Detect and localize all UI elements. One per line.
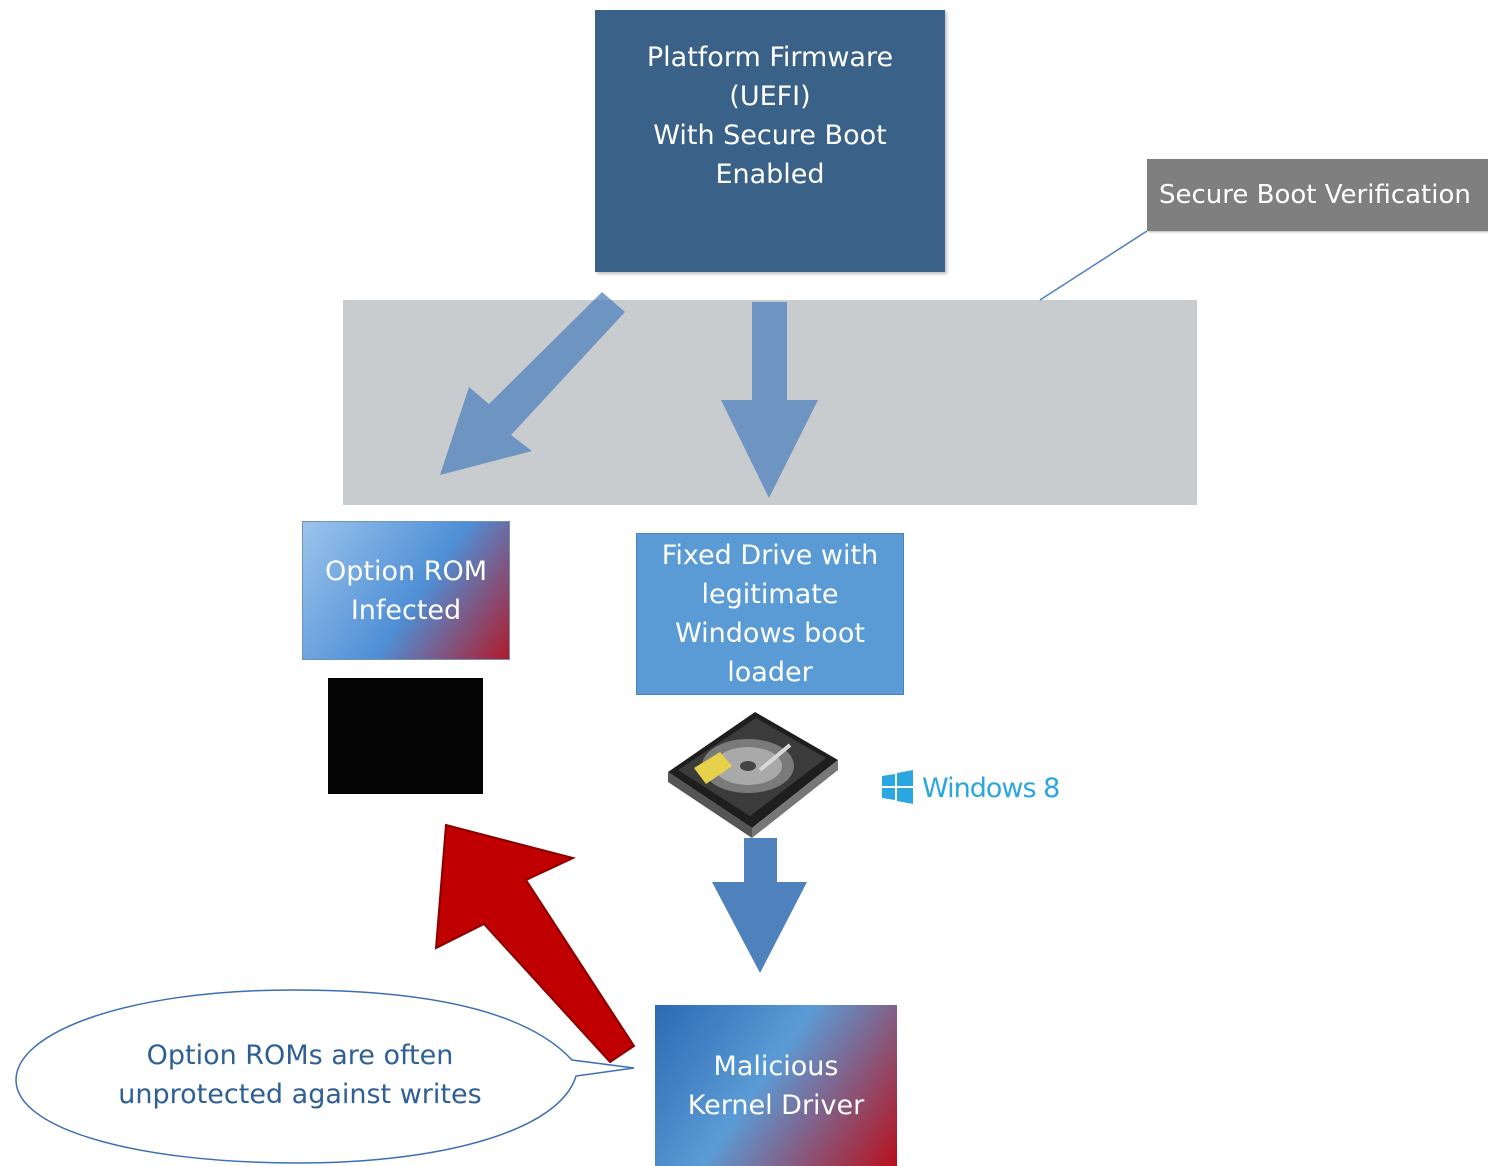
windows-logo-icon: [882, 770, 913, 804]
firmware-line-2: (UEFI): [729, 81, 811, 112]
hard-drive-icon: [668, 712, 838, 838]
fixed-drive-line-3: Windows boot: [675, 618, 865, 649]
option-rom-infected-box: Option ROM Infected: [302, 521, 510, 660]
secure-boot-verification-label: Secure Boot Verification: [1147, 159, 1488, 231]
gpu-card-panel: [328, 678, 483, 794]
fixed-drive-box: Fixed Drive with legitimate Windows boot…: [636, 533, 904, 695]
windows-8-label: Windows 8: [922, 772, 1060, 804]
firmware-line-1: Platform Firmware: [646, 42, 894, 73]
windows-8-brand: Windows 8: [882, 770, 1060, 806]
callout-leader-line: [1039, 230, 1148, 301]
fixed-drive-line-2: legitimate: [701, 579, 839, 610]
option-rom-line-2: Infected: [350, 594, 462, 626]
speech-bubble-text: Option ROMs are often unprotected agains…: [80, 1036, 520, 1114]
firmware-line-3: With Secure Boot: [653, 120, 887, 151]
malicious-line-2: Kernel Driver: [687, 1089, 865, 1121]
arrow-firmware-to-option-rom: [440, 292, 625, 475]
arrow-firmware-to-fixed-drive: [721, 302, 818, 498]
malicious-line-1: Malicious: [713, 1050, 839, 1082]
fixed-drive-line-4: loader: [727, 657, 813, 688]
bubble-line-2: unprotected against writes: [118, 1079, 482, 1110]
firmware-line-4: Enabled: [715, 159, 825, 190]
bubble-line-1: Option ROMs are often: [146, 1040, 454, 1071]
malicious-kernel-driver-box: Malicious Kernel Driver: [655, 1005, 897, 1166]
option-rom-line-1: Option ROM: [325, 555, 487, 587]
arrow-malicious-driver-to-option-rom: [434, 823, 636, 1064]
platform-firmware-box: Platform Firmware (UEFI) With Secure Boo…: [595, 10, 945, 272]
fixed-drive-line-1: Fixed Drive with: [661, 540, 879, 571]
speech-bubble-shape: [15, 989, 635, 1164]
arrow-drive-to-malicious-driver: [712, 838, 807, 973]
windows-logo-spacer: [882, 770, 914, 806]
